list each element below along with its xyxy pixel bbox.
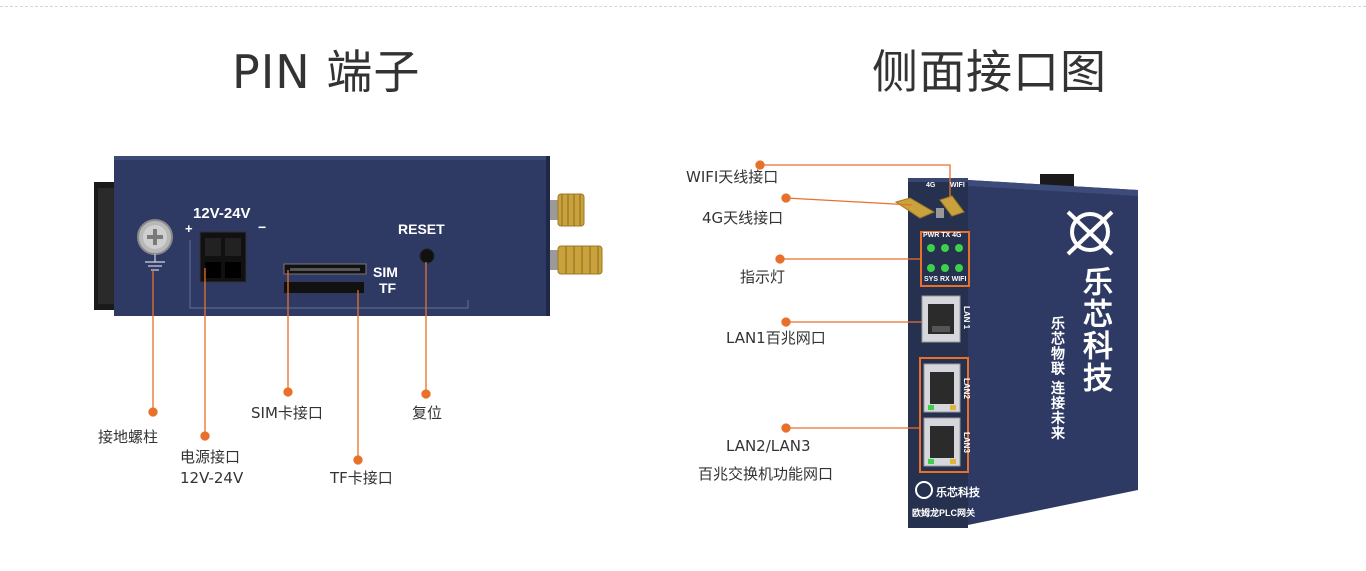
model-label: 欧姆龙PLC网关 bbox=[912, 508, 976, 518]
port-lan2-label: LAN2 bbox=[962, 378, 971, 399]
plus-label: + bbox=[185, 221, 193, 236]
led-bottom-labels: SYS RX WIFI bbox=[924, 276, 967, 283]
ground-stud-callout: 接地螺柱 bbox=[98, 428, 159, 446]
sim-slot-label: SIM bbox=[373, 264, 398, 280]
side-callout-lines bbox=[755, 160, 951, 433]
tf-slot-label: TF bbox=[379, 280, 397, 296]
tf-card-callout: TF卡接口 bbox=[330, 469, 393, 487]
top-dashed-divider bbox=[0, 6, 1366, 7]
wifi-antenna-callout: WIFI天线接口 bbox=[686, 168, 779, 186]
brand-slogan: 乐芯物联 连接未来 bbox=[1050, 316, 1066, 441]
lan1-port bbox=[921, 295, 961, 343]
ant-wifi-label: WIFI bbox=[950, 182, 965, 189]
power-voltage-callout: 12V-24V bbox=[180, 469, 244, 487]
pin-terminal-title: PIN 端子 bbox=[232, 45, 421, 99]
indicator-callout: 指示灯 bbox=[740, 268, 786, 286]
lan2-port bbox=[923, 363, 961, 413]
indicator-leds bbox=[927, 244, 963, 272]
sim-card-callout: SIM卡接口 bbox=[251, 404, 323, 422]
brand-logo-large bbox=[1066, 210, 1114, 256]
minus-label: − bbox=[258, 219, 267, 235]
led-top-labels: PWR TX 4G bbox=[923, 232, 962, 239]
reset-label: RESET bbox=[398, 221, 445, 237]
lan23-box bbox=[919, 357, 969, 473]
power-terminal bbox=[199, 231, 247, 283]
lan1-callout: LAN1百兆网口 bbox=[726, 329, 826, 347]
antenna-connectors bbox=[550, 193, 603, 275]
brand-logo-small bbox=[915, 481, 933, 499]
front-face bbox=[908, 178, 968, 528]
port-lan3-label: LAN3 bbox=[962, 432, 971, 453]
brand-name-large: 乐芯科技 bbox=[1078, 266, 1111, 394]
ground-screw bbox=[137, 219, 173, 271]
reset-button[interactable] bbox=[419, 248, 435, 264]
side-interface-title: 侧面接口图 bbox=[872, 45, 1107, 99]
4g-antenna-callout: 4G天线接口 bbox=[702, 209, 784, 227]
ant-4g-label: 4G bbox=[926, 182, 936, 189]
lan23-callout: LAN2/LAN3 bbox=[726, 437, 811, 455]
side-body bbox=[968, 180, 1138, 525]
power-interface-callout: 电源接口 bbox=[180, 448, 241, 466]
port-lan1-label: LAN 1 bbox=[962, 306, 971, 330]
front-callout-lines bbox=[148, 262, 431, 465]
side-antennas bbox=[894, 195, 965, 219]
lan3-port bbox=[923, 417, 961, 467]
card-slots bbox=[283, 263, 367, 293]
brand-name-small: 乐芯科技 bbox=[936, 487, 980, 499]
reset-callout: 复位 bbox=[412, 404, 443, 422]
lan23-function-callout: 百兆交换机功能网口 bbox=[698, 465, 834, 483]
voltage-label: 12V-24V bbox=[193, 205, 251, 222]
